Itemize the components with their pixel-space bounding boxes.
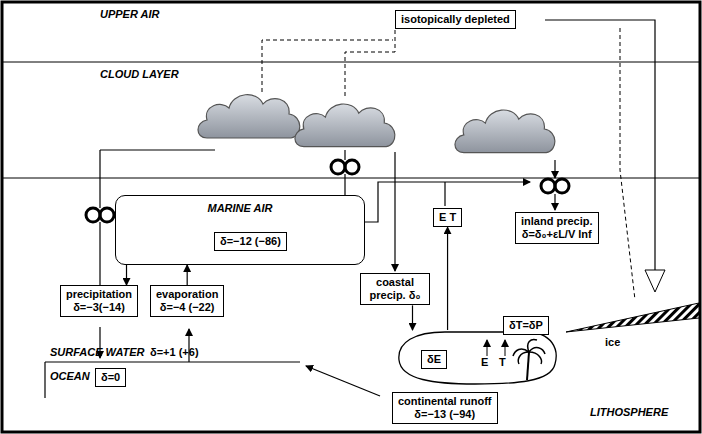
- flux-arrow: [126, 265, 127, 285]
- node-text: E T: [439, 211, 456, 224]
- value-box: δE: [421, 350, 447, 369]
- flux-arrow: [187, 265, 188, 285]
- island-shape: ETδEδT=δP: [395, 330, 560, 386]
- flux-arrow: [412, 305, 413, 330]
- node-text: inland precip.: [521, 215, 593, 228]
- node-text: isotopically depleted: [401, 13, 510, 26]
- reservoir-box: MARINE AIR δ=−12 (−86): [115, 195, 365, 265]
- node-text: E: [481, 356, 488, 369]
- flux-box: E T: [433, 208, 462, 227]
- node-text: T: [499, 356, 506, 369]
- node-text: δ=δ₀+εL/V lnf: [521, 228, 593, 241]
- node-text: δ=−12 (−86): [220, 235, 281, 248]
- node-text: δ=−13 (−94): [398, 408, 492, 421]
- process-box: continental runoffδ=−13 (−94): [392, 392, 498, 424]
- node-text: precipitation: [66, 288, 132, 301]
- value-box: δ=−12 (−86): [214, 232, 287, 251]
- process-box: coastal precip. δ₀: [360, 273, 430, 305]
- island-outline: [395, 330, 560, 386]
- layer-label: CLOUD LAYER: [100, 68, 179, 80]
- node-text: δ=0: [101, 371, 120, 384]
- value-box: δT=δP: [503, 316, 549, 335]
- layer-label: UPPER AIR: [100, 8, 160, 20]
- layer-label: OCEAN: [50, 370, 90, 382]
- node-text: δ=−4 (−22): [156, 301, 218, 314]
- note-box: isotopically depleted: [395, 10, 516, 29]
- node-text: coastal precip. δ₀: [366, 276, 424, 302]
- layer-label: SURFACE WATER: [50, 346, 145, 358]
- layer-label: ice: [605, 336, 620, 348]
- value-box: δ=0: [95, 368, 126, 387]
- process-box: inland precip.δ=δ₀+εL/V lnf: [515, 212, 599, 244]
- node-text: δE: [427, 353, 441, 366]
- node-text: MARINE AIR: [116, 196, 364, 215]
- process-box: evaporationδ=−4 (−22): [150, 285, 224, 317]
- node-text: δT=δP: [509, 319, 543, 332]
- node-text: δ=−3(−14): [66, 301, 132, 314]
- layer-label: δ=+1 (+6): [150, 346, 199, 358]
- node-text: continental runoff: [398, 395, 492, 408]
- node-text: evaporation: [156, 288, 218, 301]
- process-box: precipitationδ=−3(−14): [60, 285, 138, 317]
- flux-arrow: [447, 227, 448, 330]
- layer-label: LITHOSPHERE: [590, 406, 668, 418]
